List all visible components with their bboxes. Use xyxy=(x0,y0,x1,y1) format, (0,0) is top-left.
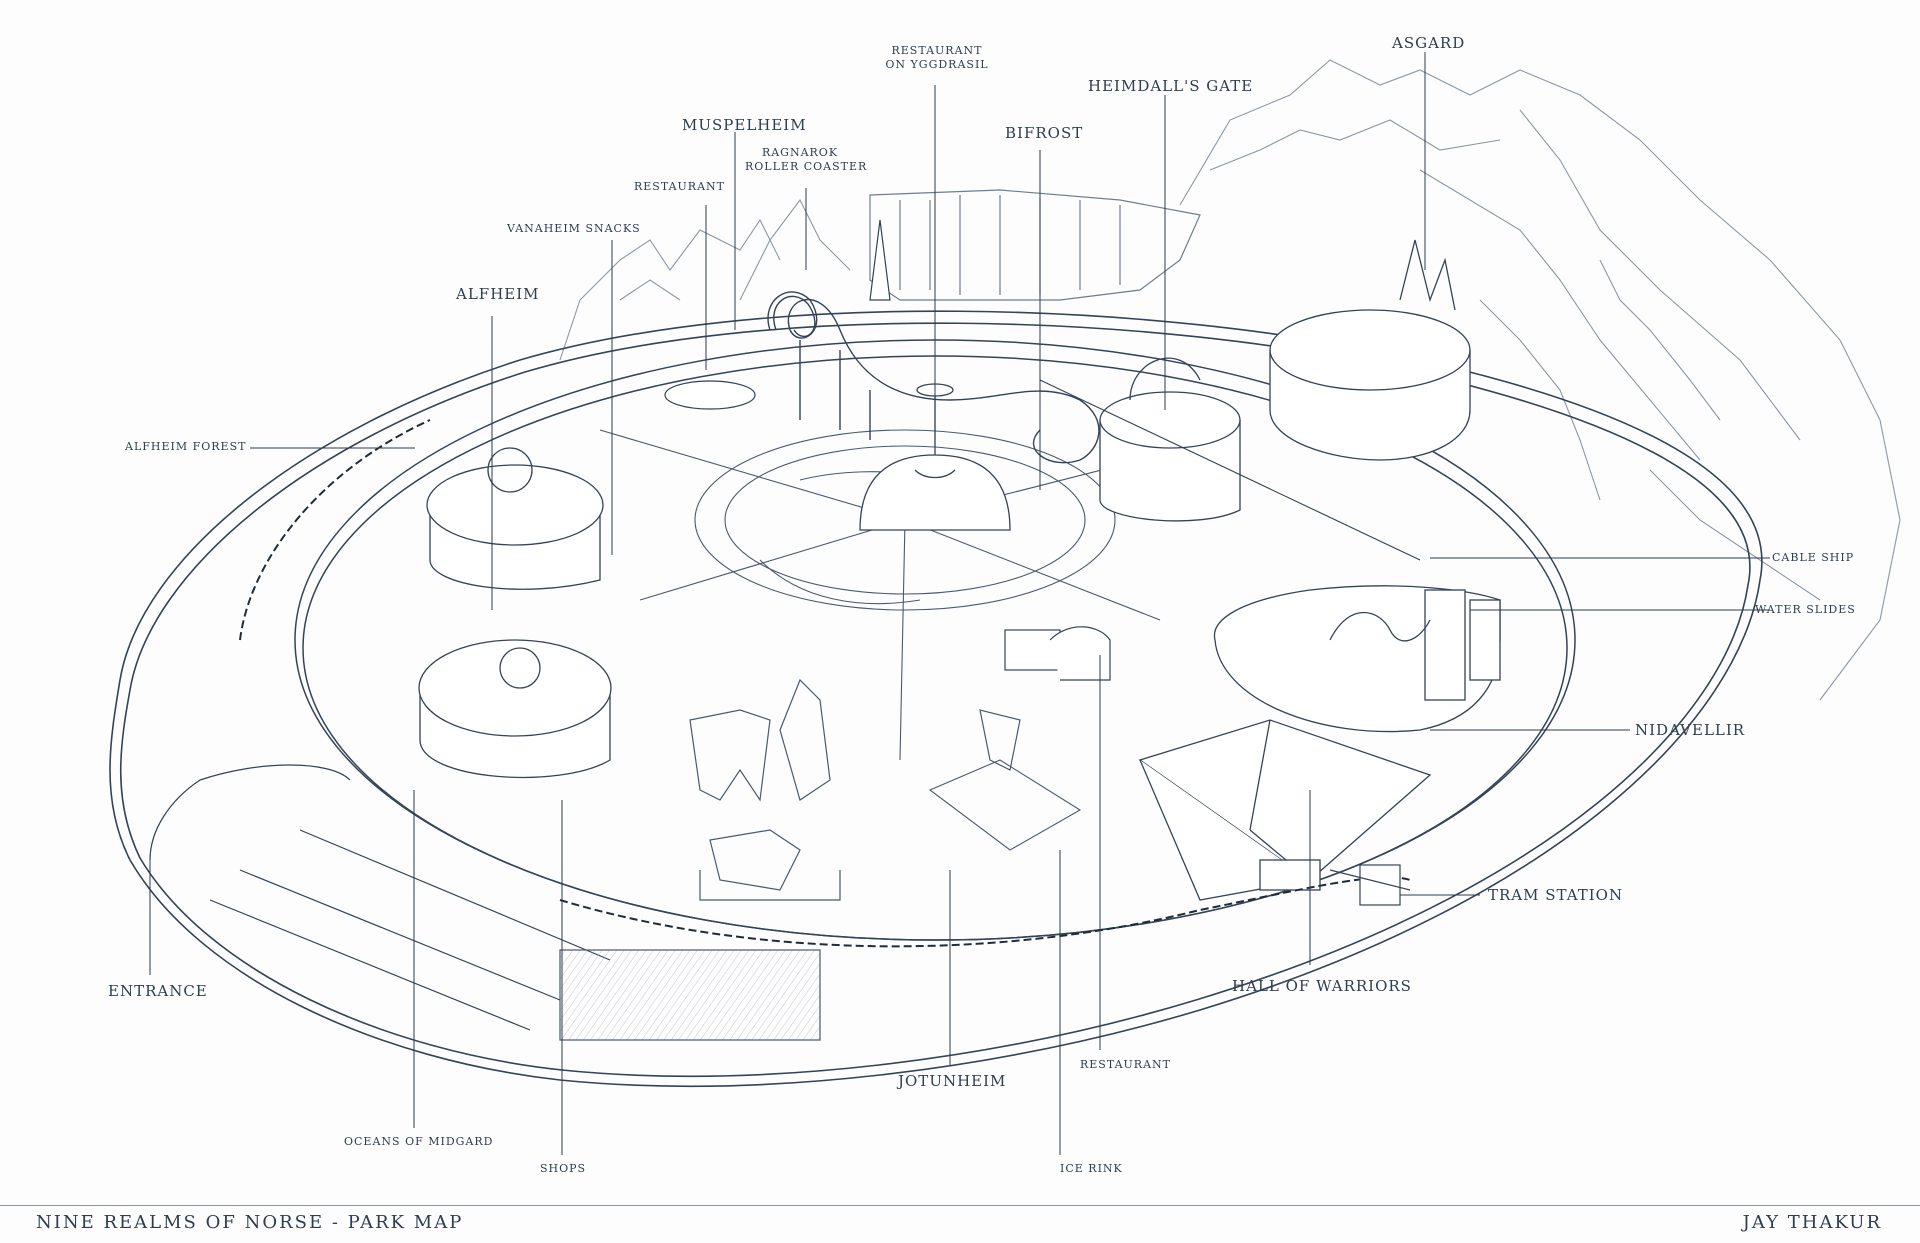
label-jotunheim: JOTUNHEIM xyxy=(898,1072,1007,1090)
entrance-parking xyxy=(149,764,821,1041)
label-oceans-of-midgard: OCEANS OF MIDGARD xyxy=(344,1135,494,1148)
back-mountains xyxy=(559,198,851,361)
label-restaurant-south: RESTAURANT xyxy=(1080,1058,1171,1071)
restaurant-south-building xyxy=(1004,626,1111,681)
footer-divider xyxy=(0,1205,1920,1206)
muspelheim-spire xyxy=(664,219,891,410)
label-bifrost: BIFROST xyxy=(1005,124,1084,142)
label-restaurant-yggdrasil: RESTAURANT ON YGGDRASIL xyxy=(882,44,992,72)
park-boundary xyxy=(109,310,1763,1087)
label-ragnarok-line1: RAGNAROK xyxy=(761,146,839,159)
label-alfheim: ALFHEIM xyxy=(456,285,540,303)
cable-ship-line xyxy=(1039,379,1421,561)
asgard-mountains xyxy=(1179,59,1901,701)
label-muspelheim: MUSPELHEIM xyxy=(682,116,807,134)
label-cable-ship: CABLE SHIP xyxy=(1772,551,1855,564)
tram-line xyxy=(239,419,1411,948)
map-author: JAY THAKUR xyxy=(1742,1212,1882,1233)
ragnarok-coaster xyxy=(767,291,1100,464)
jotunheim-rocks xyxy=(689,678,1021,901)
label-vanaheim-snacks: VANAHEIM SNACKS xyxy=(507,222,641,235)
label-hall-of-warriors: HALL OF WARRIORS xyxy=(1232,977,1412,995)
label-heimdalls-gate: HEIMDALL'S GATE xyxy=(1088,77,1254,95)
cliff-wall xyxy=(869,189,1201,301)
ice-rink-area xyxy=(928,759,1082,851)
label-ragnarok-line2: ROLLER COASTER xyxy=(745,159,868,173)
label-leader-lines xyxy=(149,52,1770,1155)
label-water-slides: WATER SLIDES xyxy=(1755,603,1856,616)
label-entrance: ENTRANCE xyxy=(108,982,208,1000)
label-restaurant-north: RESTAURANT xyxy=(634,180,725,193)
label-tram-station: TRAM STATION xyxy=(1488,886,1624,904)
alfheim-platform xyxy=(426,447,604,590)
asgard-platform xyxy=(1269,239,1471,461)
label-restaurant-yggdrasil-line2: ON YGGDRASIL xyxy=(885,57,989,71)
midgard-platform xyxy=(418,639,612,779)
label-shops: SHOPS xyxy=(540,1162,587,1175)
label-asgard: ASGARD xyxy=(1392,34,1466,52)
label-ragnarok-coaster: RAGNAROK ROLLER COASTER xyxy=(745,146,868,174)
nidavellir-waterpark xyxy=(1213,585,1501,733)
tram-station-building xyxy=(1329,864,1411,906)
label-ice-rink: ICE RINK xyxy=(1060,1162,1123,1175)
label-restaurant-yggdrasil-line1: RESTAURANT xyxy=(891,44,983,57)
heimdalls-gate-tower xyxy=(1099,357,1241,522)
map-title: NINE REALMS OF NORSE - PARK MAP xyxy=(36,1212,464,1233)
label-alfheim-forest: ALFHEIM FOREST xyxy=(125,440,247,453)
label-nidavellir: NIDAVELLIR xyxy=(1635,721,1746,739)
